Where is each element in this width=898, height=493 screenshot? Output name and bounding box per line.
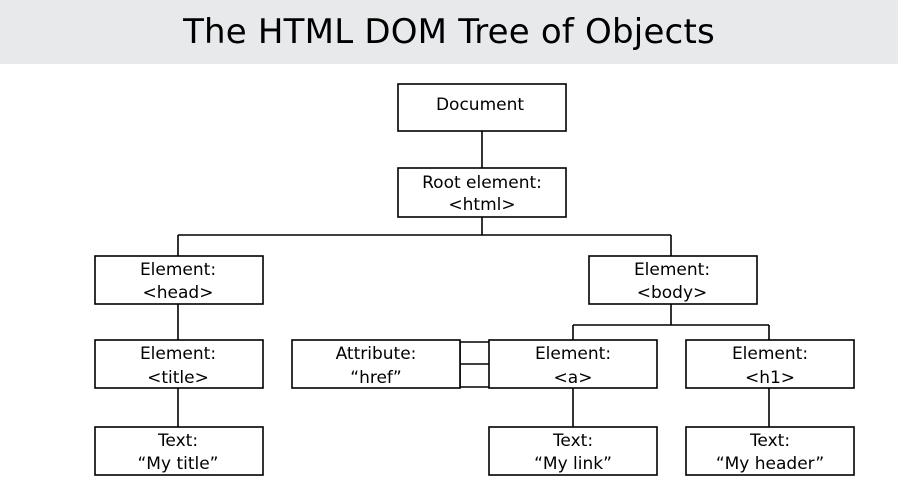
node-text-link-label-2: “My link” — [534, 454, 612, 474]
node-document-box — [397, 83, 567, 132]
node-text-header-label-1: Text: — [749, 431, 790, 451]
node-a-label-2: <a> — [554, 368, 593, 388]
node-text-link: Text: “My link” — [488, 426, 658, 476]
node-text-title-box — [94, 426, 264, 476]
node-document-label: Document — [436, 95, 524, 115]
node-head-label-1: Element: — [140, 260, 216, 280]
node-body-box — [588, 255, 758, 305]
node-body-label-2: <body> — [637, 283, 708, 303]
node-root-box — [397, 167, 567, 218]
node-root-label-2: <html> — [448, 195, 515, 215]
node-head-box — [94, 255, 264, 305]
node-attribute-box — [291, 339, 461, 389]
node-document: Document — [397, 83, 567, 132]
node-h1: Element: <h1> — [685, 339, 855, 389]
node-attribute-label-1: Attribute: — [336, 344, 417, 364]
node-text-header: Text: “My header” — [685, 426, 855, 476]
node-a-label-1: Element: — [535, 344, 611, 364]
node-text-header-label-2: “My header” — [716, 454, 824, 474]
node-a-box — [488, 339, 658, 389]
node-h1-box — [685, 339, 855, 389]
node-text-link-label-1: Text: — [552, 431, 593, 451]
title-bar: The HTML DOM Tree of Objects — [0, 0, 898, 64]
node-root-label-1: Root element: — [422, 173, 542, 193]
node-head: Element: <head> — [94, 255, 264, 305]
node-attribute-label-2: “href” — [350, 368, 401, 388]
node-h1-label-1: Element: — [732, 344, 808, 364]
node-body-label-1: Element: — [634, 260, 710, 280]
node-title-label-2: <title> — [147, 368, 209, 388]
node-title: Element: <title> — [94, 339, 264, 389]
node-text-header-box — [685, 426, 855, 476]
node-h1-label-2: <h1> — [745, 368, 795, 388]
node-root: Root element: <html> — [397, 167, 567, 218]
node-attribute: Attribute: “href” — [291, 339, 461, 389]
node-text-link-box — [488, 426, 658, 476]
node-title-label-1: Element: — [140, 344, 216, 364]
node-body: Element: <body> — [588, 255, 758, 305]
node-text-title: Text: “My title” — [94, 426, 264, 476]
node-a: Element: <a> — [488, 339, 658, 389]
node-head-label-2: <head> — [143, 283, 214, 303]
node-title-box — [94, 339, 264, 389]
node-text-title-label-2: “My title” — [138, 454, 219, 474]
tree-edges — [177, 131, 770, 427]
diagram-title: The HTML DOM Tree of Objects — [183, 12, 715, 52]
node-text-title-label-1: Text: — [157, 431, 198, 451]
